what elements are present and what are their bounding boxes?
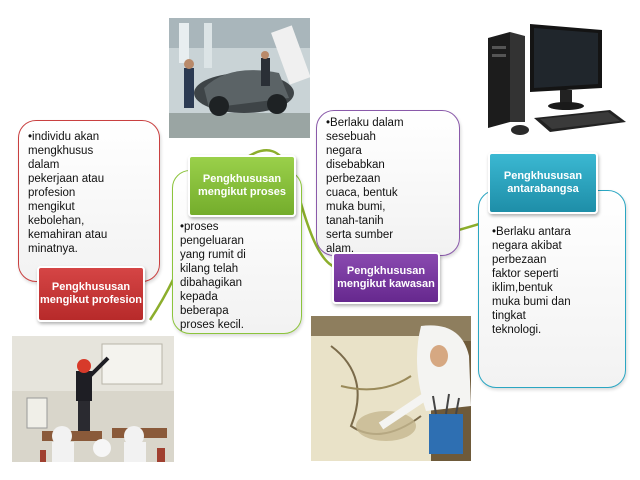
kawasan-description: •Berlaku dalam sesebuah negara disebabka… [326,117,404,252]
profesion-text-box [18,120,160,282]
profesion-description: •individu akan mengkhusus dalam pekerjaa… [28,131,108,255]
kawasan-text-box [316,110,460,256]
car-factory-photo [169,18,310,138]
proses-description: •proses pengeluaran yang rumit di kilang… [180,221,246,331]
kawasan-title: Pengkhususan mengikut kawasan [332,252,440,304]
antarabangsa-title: Pengkhususan antarabangsa [488,152,598,214]
profesion-title: Pengkhususan mengikut profesion [37,266,145,322]
computer-photo [480,18,630,140]
antarabangsa-text-box [478,190,626,388]
antarabangsa-description: •Berlaku antara negara akibat perbezaan … [492,226,571,336]
batik-painting-photo [311,316,471,461]
proses-title: Pengkhususan mengikut proses [188,155,296,217]
classroom-photo [12,336,174,462]
